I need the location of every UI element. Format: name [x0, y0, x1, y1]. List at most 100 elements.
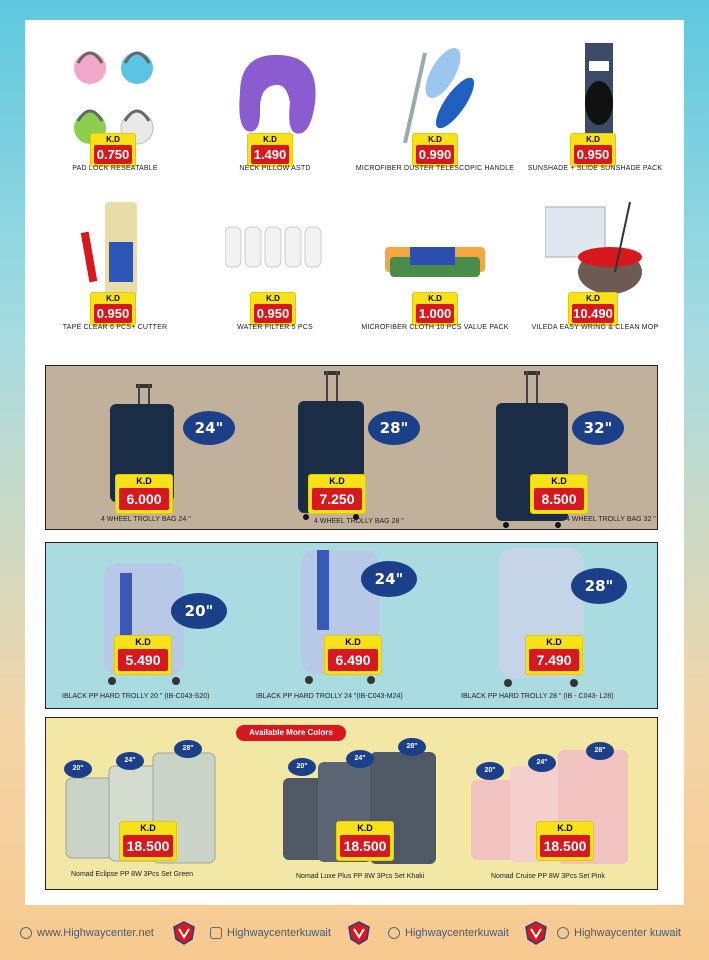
price-value: 6.490 — [328, 649, 378, 671]
size-badge: 20" — [476, 762, 504, 780]
highway-crest-icon — [525, 921, 547, 945]
product-name: 4 WHEEL TROLLY BAG 24 " — [101, 516, 191, 523]
size-badge: 20" — [64, 760, 92, 778]
instagram-icon — [210, 927, 222, 939]
price-tag: K.D 0.950 — [570, 133, 616, 167]
price-tag: K.D 1.000 — [412, 292, 458, 326]
price-tag: K.D 1.490 — [247, 133, 293, 167]
currency-label: K.D — [586, 135, 600, 144]
mop-image — [545, 202, 642, 294]
website-text: www.Highwaycenter.net — [37, 927, 154, 939]
footer-bar: www.Highwaycenter.net Highwaycenterkuwai… — [0, 915, 709, 955]
size-badge: 28" — [586, 742, 614, 760]
price-value: 7.490 — [529, 649, 579, 671]
flyer-page: K.D 0.750 PAD LOCK RESEATABLE K.D 1.490 … — [25, 20, 684, 905]
website-link[interactable]: www.Highwaycenter.net — [20, 927, 154, 939]
price-tag: K.D 18.500 — [119, 821, 177, 861]
price-value: 1.000 — [416, 304, 454, 323]
product-name: MICROFIBER DUSTER TELESCOPIC HANDLE — [355, 165, 515, 172]
price-value: 18.500 — [340, 835, 390, 857]
currency-label: K.D — [263, 135, 277, 144]
user-icon — [557, 927, 569, 939]
product-card-neck-pillow[interactable]: K.D 1.490 NECK PILLOW ASTD — [195, 35, 355, 195]
size-badge: 20" — [171, 593, 227, 629]
size-badge: 24" — [116, 752, 144, 770]
product-name: IBLACK PP HARD TROLLY 28 " (IB - C043- L… — [461, 693, 614, 700]
size-badge: 24" — [361, 561, 417, 597]
price-tag: K.D 0.990 — [412, 133, 458, 167]
profile-text: Highwaycenter kuwait — [574, 927, 681, 939]
microfiber-cloth-image — [385, 247, 485, 277]
currency-label: K.D — [551, 476, 567, 486]
size-badge: 24" — [346, 750, 374, 768]
snapchat-link[interactable]: Highwaycenterkuwait — [388, 927, 509, 939]
currency-label: K.D — [106, 135, 120, 144]
product-card-microfiber-cloth[interactable]: K.D 1.000 MICROFIBER CLOTH 10 PCS VALUE … — [355, 194, 515, 354]
product-card-tape[interactable]: K.D 0.950 TAPE CLEAR 6 PCS+ CUTTER — [35, 194, 195, 354]
size-badge: 28" — [398, 738, 426, 756]
currency-label: K.D — [357, 823, 373, 833]
price-tag: K.D 6.000 — [115, 474, 173, 514]
price-value: 10.490 — [572, 304, 614, 323]
instagram-text: Highwaycenterkuwait — [227, 927, 331, 939]
product-name: Nomad Luxe Plus PP 8W 3Pcs Set Khaki — [296, 873, 425, 880]
price-value: 6.000 — [119, 488, 169, 510]
product-name: MICROFIBER CLOTH 10 PCS VALUE PACK — [361, 324, 509, 331]
price-tag: K.D 8.500 — [530, 474, 588, 514]
price-value: 0.750 — [94, 145, 132, 164]
product-name: IBLACK PP HARD TROLLY 24 "(IB-C043-M24) — [256, 693, 403, 700]
currency-label: K.D — [135, 637, 151, 647]
price-tag: K.D 18.500 — [536, 821, 594, 861]
product-name: Nomad Cruise PP 8W 3Pcs Set Pink — [491, 873, 605, 880]
price-tag: K.D 7.250 — [308, 474, 366, 514]
tape-image — [80, 202, 137, 297]
hard-trolly-panel: 20" K.D 5.490 IBLACK PP HARD TROLLY 20 "… — [45, 542, 658, 709]
currency-label: K.D — [106, 294, 120, 303]
price-value: 0.950 — [574, 145, 612, 164]
price-value: 18.500 — [540, 835, 590, 857]
price-tag: K.D 0.950 — [90, 292, 136, 326]
product-name: SUNSHADE + SLIDE SUNSHADE PACK — [527, 165, 663, 172]
currency-label: K.D — [136, 476, 152, 486]
currency-label: K.D — [329, 476, 345, 486]
highway-crest-icon — [348, 921, 370, 945]
size-badge: 28" — [174, 740, 202, 758]
price-value: 0.950 — [94, 304, 132, 323]
price-value: 18.500 — [123, 835, 173, 857]
highway-crest-icon — [173, 921, 195, 945]
price-tag: K.D 0.950 — [250, 292, 296, 326]
available-more-colors-banner: Available More Colors — [236, 725, 346, 741]
product-name: WATER FILTER 5 PCS — [237, 324, 313, 331]
currency-label: K.D — [345, 637, 361, 647]
duster-image — [403, 48, 475, 144]
price-tag: K.D 0.750 — [90, 133, 136, 167]
product-name: VILEDA EASY WRING & CLEAN MOP — [531, 324, 659, 331]
snapchat-icon — [388, 927, 400, 939]
profile-link[interactable]: Highwaycenter kuwait — [557, 927, 681, 939]
price-tag: K.D 7.490 — [525, 635, 583, 675]
size-badge: 28" — [368, 411, 420, 445]
currency-label: K.D — [266, 294, 280, 303]
product-card-mop[interactable]: K.D 10.490 VILEDA EASY WRING & CLEAN MOP — [515, 194, 675, 354]
size-badge: 28" — [571, 568, 627, 604]
price-value: 7.250 — [312, 488, 362, 510]
water-filter-image — [225, 226, 322, 268]
snapchat-text: Highwaycenterkuwait — [405, 927, 509, 939]
product-name: 4 WHEEL TROLLY BAG 32 " — [566, 516, 656, 523]
price-value: 8.500 — [534, 488, 584, 510]
product-name: Nomad Eclipse PP 8W 3Pcs Set Green — [71, 871, 194, 878]
price-tag: K.D 5.490 — [114, 635, 172, 675]
product-name: TAPE CLEAR 6 PCS+ CUTTER — [62, 324, 168, 331]
currency-label: K.D — [557, 823, 573, 833]
size-badge: 20" — [288, 758, 316, 776]
product-card-sunshade[interactable]: K.D 0.950 SUNSHADE + SLIDE SUNSHADE PACK — [515, 35, 675, 195]
currency-label: K.D — [428, 135, 442, 144]
product-card-padlock[interactable]: K.D 0.750 PAD LOCK RESEATABLE — [35, 35, 195, 195]
luggage-set-panel: Available More Colors 20" 24" 28" K.D 18… — [45, 717, 658, 890]
product-card-water-filter[interactable]: K.D 0.950 WATER FILTER 5 PCS — [195, 194, 355, 354]
product-name: 4 WHEEL TROLLY BAG 28 " — [314, 518, 404, 525]
product-card-duster[interactable]: K.D 0.990 MICROFIBER DUSTER TELESCOPIC H… — [355, 35, 515, 195]
instagram-link[interactable]: Highwaycenterkuwait — [210, 927, 331, 939]
price-value: 1.490 — [251, 145, 289, 164]
product-name: PAD LOCK RESEATABLE — [72, 165, 158, 172]
